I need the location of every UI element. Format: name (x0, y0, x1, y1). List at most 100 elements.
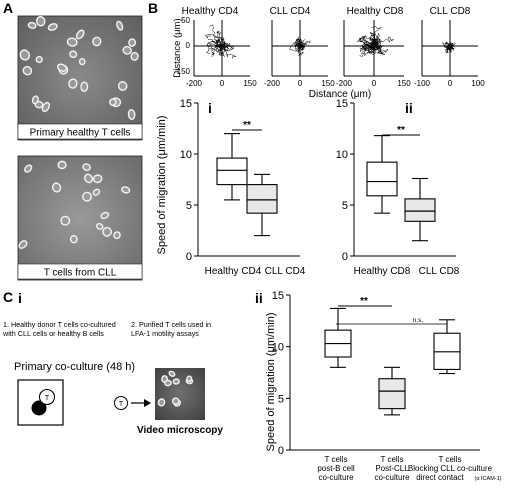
cell-track (299, 45, 306, 51)
step2-line2: LFA-1 motility assays (131, 329, 199, 338)
cll-cell (31, 400, 47, 416)
cat3-note: (α ICAM-1) (474, 476, 501, 482)
cell (82, 163, 91, 171)
micrograph-bottom-label: T cells from CLL (44, 268, 117, 279)
cell (92, 36, 102, 47)
y-tick-label: 10 (272, 342, 284, 354)
cell (117, 81, 128, 91)
track-xtick: 0 (220, 79, 225, 88)
box-1 (366, 135, 398, 214)
box-1 (324, 307, 352, 368)
track-xtick: -200 (336, 79, 353, 88)
cell (19, 49, 31, 61)
cell (78, 57, 86, 66)
cell (51, 182, 62, 193)
track-xtick: -100 (414, 79, 431, 88)
cell (164, 379, 172, 387)
cat3-line1: T cells (439, 455, 462, 464)
cell-track (204, 33, 223, 47)
track-title-cll-cd8: CLL CD8 (430, 6, 471, 17)
t-cell-label: T (45, 395, 50, 402)
cell-track (299, 40, 311, 47)
track-xtick: 0 (372, 79, 377, 88)
box-iqr (246, 184, 278, 214)
track-title-healthy-cd8: Healthy CD8 (347, 6, 404, 17)
track-xtick: -200 (186, 79, 203, 88)
box-1 (216, 133, 248, 201)
video-label: Video microscopy (137, 425, 223, 436)
y-tick-label: 5 (186, 200, 192, 212)
cell (95, 223, 104, 230)
track-xlabel: Distance (μm) (309, 89, 371, 100)
cell (116, 20, 124, 31)
category-label: CLL CD4 (265, 266, 306, 277)
box-3 (433, 319, 461, 375)
cat3-line3: direct contact (416, 473, 464, 482)
panel-c-sub-i: i (18, 290, 22, 306)
protocol-steps: 1. Healthy donor T cells co-cultured wit… (2, 320, 211, 373)
cell-track (359, 35, 375, 49)
track-title-cll-cd4: CLL CD4 (270, 6, 311, 17)
cell (130, 51, 139, 61)
cat1-line1: T cells (325, 455, 348, 464)
category-label: CLL CD8 (419, 266, 460, 277)
y-tick-label: 10 (180, 149, 192, 161)
ns-label: n.s. (413, 317, 424, 324)
track-ytick-bottom: -150 (174, 67, 191, 76)
boxes (366, 135, 436, 242)
cell (31, 95, 39, 105)
cell-track (215, 31, 223, 47)
video-microscopy-image: Video microscopy (137, 368, 223, 436)
t-cell-label: T (119, 401, 124, 408)
cell (75, 29, 85, 40)
box-iqr (366, 161, 398, 197)
track-xtick: 150 (397, 79, 411, 88)
y-tick-label: 15 (336, 98, 348, 110)
box-iqr (404, 198, 436, 222)
track-paths (204, 24, 456, 59)
box-2 (378, 366, 406, 416)
track-ytick-mid: 0 (186, 41, 191, 50)
micrograph-cll-t-cells: T cells from CLL (17, 155, 143, 281)
track-ylabel: Distance (μm) (172, 18, 183, 77)
panel-c-sub-ii: ii (255, 290, 263, 306)
panel-b-sub-i: i (208, 100, 212, 116)
box-iqr (378, 378, 406, 410)
track-xtick: 150 (321, 79, 335, 88)
cell (109, 98, 117, 106)
step2-line1: 2. Purified T cells used in (131, 320, 211, 329)
step1-line1: 1. Healthy donor T cells co-cultured (3, 320, 116, 329)
coculture-label: Primary co-culture (48 h) (14, 361, 135, 373)
cell (27, 21, 37, 29)
significance-label: ** (397, 125, 405, 136)
micrograph-top-label: Primary healthy T cells (30, 128, 131, 139)
y-tick-label: 10 (336, 149, 348, 161)
cell (57, 160, 67, 170)
panel-label-b: B (148, 0, 158, 16)
track-xtick: 100 (471, 79, 485, 88)
cell (41, 101, 50, 113)
cell (83, 173, 94, 184)
cell-track (373, 38, 381, 50)
panel-b-sub-ii: ii (405, 100, 413, 116)
track-xtick: 0 (298, 79, 303, 88)
cell-outlines (18, 160, 131, 249)
cat2-line3: co-culture (374, 473, 410, 482)
cat2-line1: T cells (381, 455, 404, 464)
cell-track (359, 45, 377, 58)
panel-label-a: A (3, 0, 13, 16)
cat1-line2: post-B cell (317, 464, 355, 473)
track-xtick: -200 (264, 79, 281, 88)
cell (186, 375, 193, 383)
track-xtick: 150 (243, 79, 257, 88)
boxes (324, 307, 461, 416)
cell-track (219, 41, 227, 48)
cell (35, 55, 43, 64)
cell (22, 66, 33, 76)
cell (102, 226, 113, 237)
panel-c-ylabel: Speed of migration (μm/min) (265, 313, 277, 452)
